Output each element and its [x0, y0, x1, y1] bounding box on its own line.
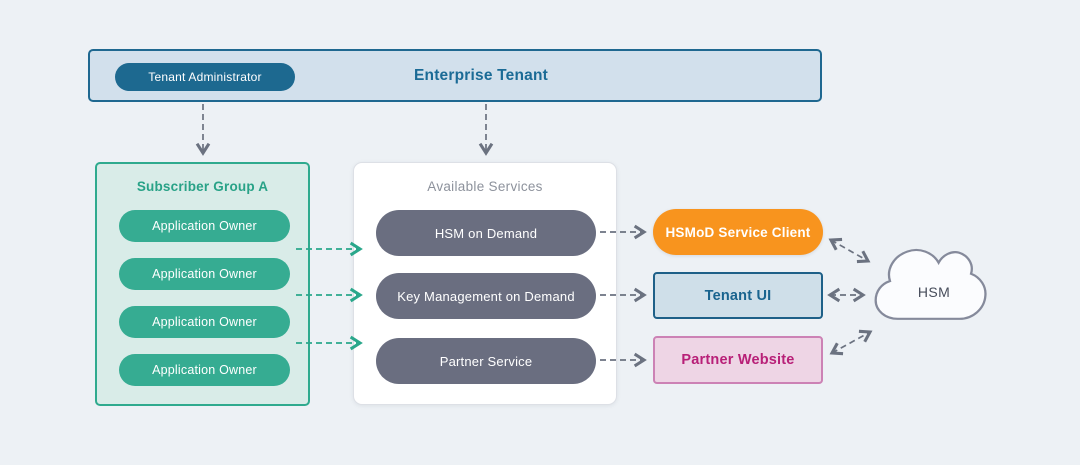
application-owner-pill: Application Owner — [119, 210, 290, 242]
partner-website-box: Partner Website — [653, 336, 823, 384]
hsm-cloud-shape — [874, 248, 987, 320]
service-key-management-pill: Key Management on Demand — [376, 273, 596, 319]
service-hsm-on-demand-pill: HSM on Demand — [376, 210, 596, 256]
available-services-box: Available Services HSM on Demand Key Man… — [353, 162, 617, 405]
application-owner-pill: Application Owner — [119, 354, 290, 386]
enterprise-tenant-title: Enterprise Tenant — [413, 66, 549, 84]
subscriber-group-title: Subscriber Group A — [136, 179, 269, 194]
subscriber-group-box: Subscriber Group A Application Owner App… — [95, 162, 310, 406]
tenant-ui-box: Tenant UI — [653, 272, 823, 319]
hsm-cloud-label: HSM — [917, 284, 951, 300]
application-owner-pill: Application Owner — [119, 306, 290, 338]
service-partner-service-pill: Partner Service — [376, 338, 596, 384]
tenant-administrator-pill: Tenant Administrator — [115, 63, 295, 91]
arrow-partner-website-to-hsm — [829, 329, 873, 356]
hsmod-service-client-pill: HSMoD Service Client — [653, 209, 823, 255]
arrow-hsmod-client-to-hsm — [828, 237, 871, 264]
available-services-title: Available Services — [427, 179, 543, 194]
cloud-icon — [874, 248, 987, 320]
application-owner-pill: Application Owner — [119, 258, 290, 290]
enterprise-tenant-box: Enterprise Tenant Tenant Administrator — [88, 49, 822, 102]
